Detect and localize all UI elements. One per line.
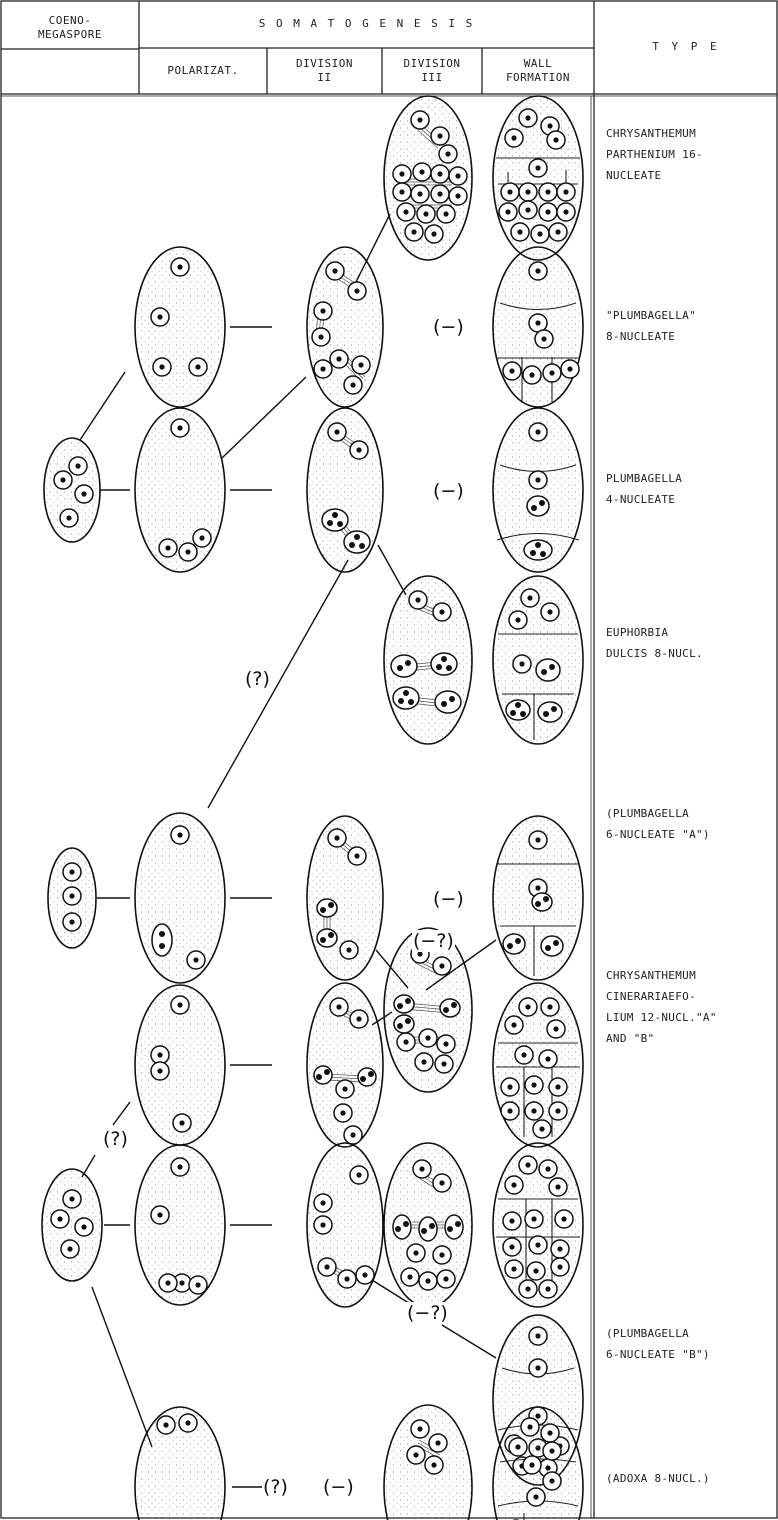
wall-formation-cell xyxy=(493,408,583,572)
type-plumbagella-6-nucleate-b: (PLUMBAGELLA 6-NUCLEATE "B") xyxy=(606,1323,710,1365)
type-euphorbia-dulcis: EUPHORBIA DULCIS 8-NUCL. xyxy=(606,622,703,664)
type-plumbagella-4-nucleate: PLUMBAGELLA 4-NUCLEATE xyxy=(606,468,682,510)
note-uncertain: (?) xyxy=(102,1128,129,1150)
header-coeno-megaspore: COENO- MEGASPORE xyxy=(1,14,139,42)
header-somatogenesis: S O M A T O G E N E S I S xyxy=(139,17,594,31)
type-chrysanthemum-cinerariaefolium: CHRYSANTHEMUM CINERARIAEFO- LIUM 12-NUCL… xyxy=(606,965,717,1049)
type-adoxa: (ADOXA 8-NUCL.) xyxy=(606,1468,710,1489)
megaspore-cell xyxy=(42,1169,102,1281)
wall-formation-cell xyxy=(493,1143,583,1307)
polarization-cell xyxy=(135,247,225,407)
division-ii-cell xyxy=(307,983,383,1147)
division-iii-cell xyxy=(384,1405,472,1520)
header-division-iii: DIVISION III xyxy=(382,57,482,85)
wall-formation-cell xyxy=(493,816,583,980)
wall-formation-cell xyxy=(493,576,583,744)
polarization-cell xyxy=(135,1407,225,1520)
note-uncertain-missing: (−?) xyxy=(406,1302,449,1324)
header-wall-formation: WALL FORMATION xyxy=(482,57,594,85)
division-iii-cell xyxy=(384,96,472,260)
division-iii-cell xyxy=(384,928,472,1092)
type-plumbagella-8-nucleate: "PLUMBAGELLA" 8-NUCLEATE xyxy=(606,305,696,347)
polarization-cell xyxy=(135,985,225,1145)
header-division-ii: DIVISION II xyxy=(267,57,382,85)
megaspore-cell xyxy=(48,848,96,948)
division-ii-cell xyxy=(307,247,383,407)
type-chrysanthemum-parthenium: CHRYSANTHEMUM PARTHENIUM 16- NUCLEATE xyxy=(606,123,703,186)
division-iii-cell xyxy=(384,576,472,744)
type-plumbagella-6-nucleate-a: (PLUMBAGELLA 6-NUCLEATE "A") xyxy=(606,803,710,845)
wall-formation-cell xyxy=(493,983,583,1147)
division-ii-cell xyxy=(307,1143,383,1307)
megaspore-cell xyxy=(44,438,100,542)
wall-formation-cell xyxy=(493,96,583,260)
division-ii-cell xyxy=(307,408,383,572)
note-uncertain: (?) xyxy=(244,668,271,690)
polarization-cell xyxy=(135,813,225,983)
polarization-cell xyxy=(135,1145,225,1305)
note-uncertain-missing: (−?) xyxy=(412,930,455,952)
polarization-cell xyxy=(135,408,225,572)
header-polarizat: POLARIZAT. xyxy=(139,64,267,78)
wall-formation-cell xyxy=(493,247,583,407)
note-missing-division: (−) xyxy=(432,480,465,502)
note-missing-division: (−) xyxy=(432,888,465,910)
header-type: T Y P E xyxy=(594,40,778,54)
note-missing-division: (−) xyxy=(322,1476,355,1498)
note-missing-division: (−) xyxy=(432,316,465,338)
division-ii-cell xyxy=(307,816,383,980)
division-iii-cell xyxy=(384,1143,472,1307)
note-uncertain: (?) xyxy=(262,1476,289,1498)
